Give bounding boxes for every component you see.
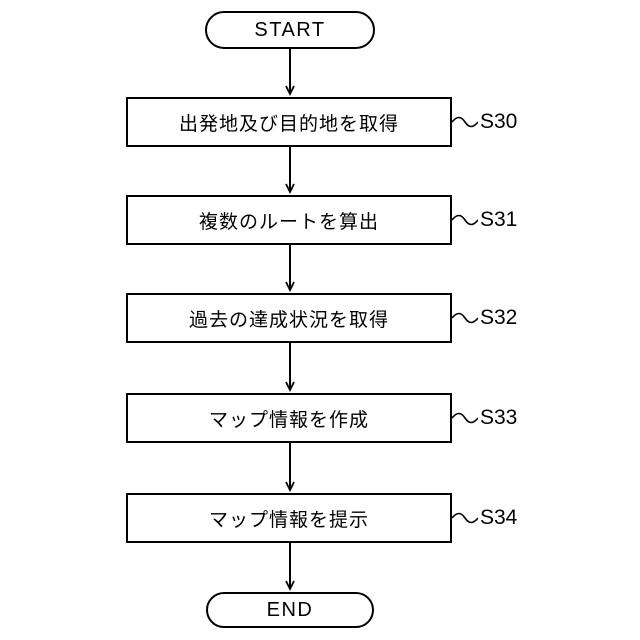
step-box-s33: マップ情報を作成	[126, 393, 452, 443]
step-box-s32: 過去の達成状況を取得	[126, 293, 452, 343]
squiggle-connector-icon	[452, 412, 478, 424]
ref-s31: S31	[452, 208, 517, 232]
ref-label: S31	[480, 208, 518, 231]
squiggle-connector-icon	[452, 116, 478, 128]
step-box-s34: マップ情報を提示	[126, 493, 452, 543]
step-label: マップ情報を提示	[208, 509, 369, 531]
step-label: 複数のルートを算出	[198, 211, 379, 233]
ref-label: S33	[480, 406, 518, 429]
start-terminal: START	[205, 11, 375, 49]
ref-s34: S34	[452, 506, 517, 530]
step-label: マップ情報を作成	[208, 409, 369, 431]
step-box-s31: 複数のルートを算出	[126, 195, 452, 245]
end-terminal: END	[206, 592, 374, 628]
start-label: START	[254, 18, 326, 41]
ref-label: S34	[480, 506, 518, 529]
end-label: END	[266, 598, 314, 621]
step-box-s30: 出発地及び目的地を取得	[126, 97, 452, 147]
ref-s33: S33	[452, 406, 517, 430]
ref-label: S30	[480, 110, 518, 133]
ref-label: S32	[480, 306, 518, 329]
squiggle-connector-icon	[452, 214, 478, 226]
squiggle-connector-icon	[452, 512, 478, 524]
squiggle-connector-icon	[452, 312, 478, 324]
ref-s32: S32	[452, 306, 517, 330]
ref-s30: S30	[452, 110, 517, 134]
step-label: 過去の達成状況を取得	[188, 309, 389, 331]
step-label: 出発地及び目的地を取得	[178, 113, 399, 135]
